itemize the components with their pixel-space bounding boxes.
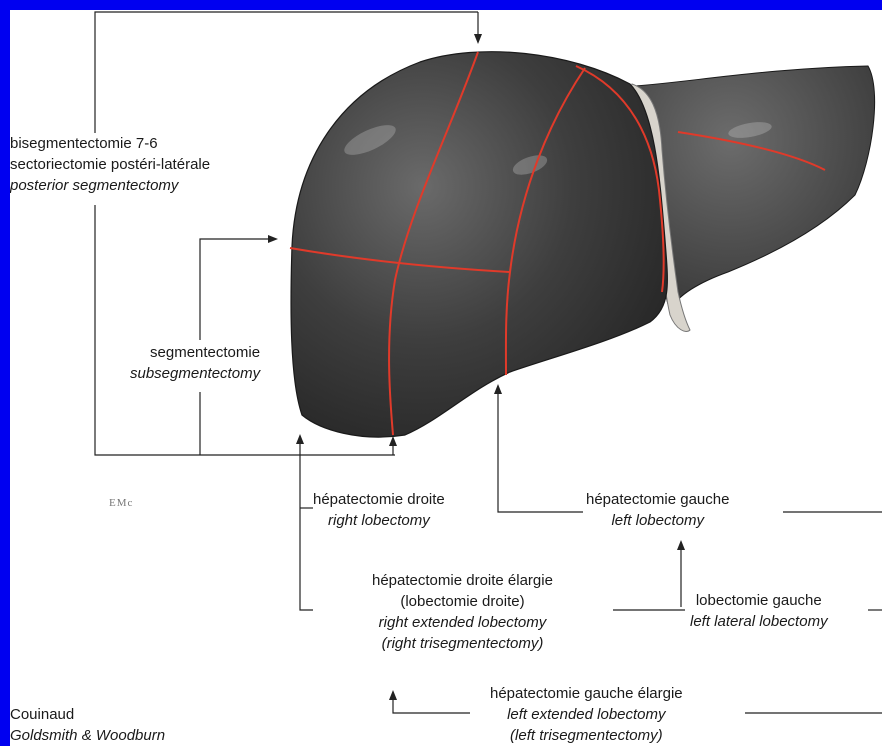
label-right-ext-fr2: (lobectomie droite) bbox=[372, 591, 553, 612]
credit-line-1: Couinaud bbox=[10, 704, 165, 725]
label-left-lateral-lobectomy: lobectomie gauche left lateral lobectomy bbox=[690, 590, 828, 632]
label-left-lat-fr: lobectomie gauche bbox=[690, 590, 828, 611]
credits: Couinaud Goldsmith & Woodburn bbox=[10, 704, 165, 746]
label-right-lobectomy: hépatectomie droite right lobectomy bbox=[313, 489, 445, 531]
label-left-ext-fr: hépatectomie gauche élargie bbox=[490, 683, 683, 704]
label-segmentectomy: segmentectomie subsegmentectomy bbox=[130, 342, 260, 384]
label-right-extended-lobectomy: hépatectomie droite élargie (lobectomie … bbox=[372, 570, 553, 654]
label-posterior-fr2: sectoriectomie postéri-latérale bbox=[10, 154, 210, 175]
label-left-extended-lobectomy: hépatectomie gauche élargie left extende… bbox=[490, 683, 683, 746]
label-right-ext-en2: (right trisegmentectomy) bbox=[372, 633, 553, 654]
label-right-lob-en: right lobectomy bbox=[313, 510, 445, 531]
label-left-lob-en: left lobectomy bbox=[586, 510, 729, 531]
credit-line-2: Goldsmith & Woodburn bbox=[10, 725, 165, 746]
label-right-ext-fr1: hépatectomie droite élargie bbox=[372, 570, 553, 591]
label-right-lob-fr: hépatectomie droite bbox=[313, 489, 445, 510]
label-left-lob-fr: hépatectomie gauche bbox=[586, 489, 729, 510]
liver-main-lobe bbox=[291, 52, 667, 437]
label-segment-fr: segmentectomie bbox=[130, 342, 260, 363]
label-posterior-en: posterior segmentectomy bbox=[10, 175, 210, 196]
emc-mark: EMc bbox=[109, 497, 133, 509]
diagram-panel: bisegmentectomie 7-6 sectoriectomie post… bbox=[10, 10, 882, 746]
label-right-ext-en1: right extended lobectomy bbox=[372, 612, 553, 633]
label-posterior-segmentectomy: bisegmentectomie 7-6 sectoriectomie post… bbox=[10, 133, 210, 196]
label-left-ext-en2: (left trisegmentectomy) bbox=[490, 725, 683, 746]
label-left-lobectomy: hépatectomie gauche left lobectomy bbox=[586, 489, 729, 531]
label-segment-en: subsegmentectomy bbox=[130, 363, 260, 384]
label-left-ext-en1: left extended lobectomy bbox=[490, 704, 683, 725]
label-posterior-fr1: bisegmentectomie 7-6 bbox=[10, 133, 210, 154]
label-left-lat-en: left lateral lobectomy bbox=[690, 611, 828, 632]
